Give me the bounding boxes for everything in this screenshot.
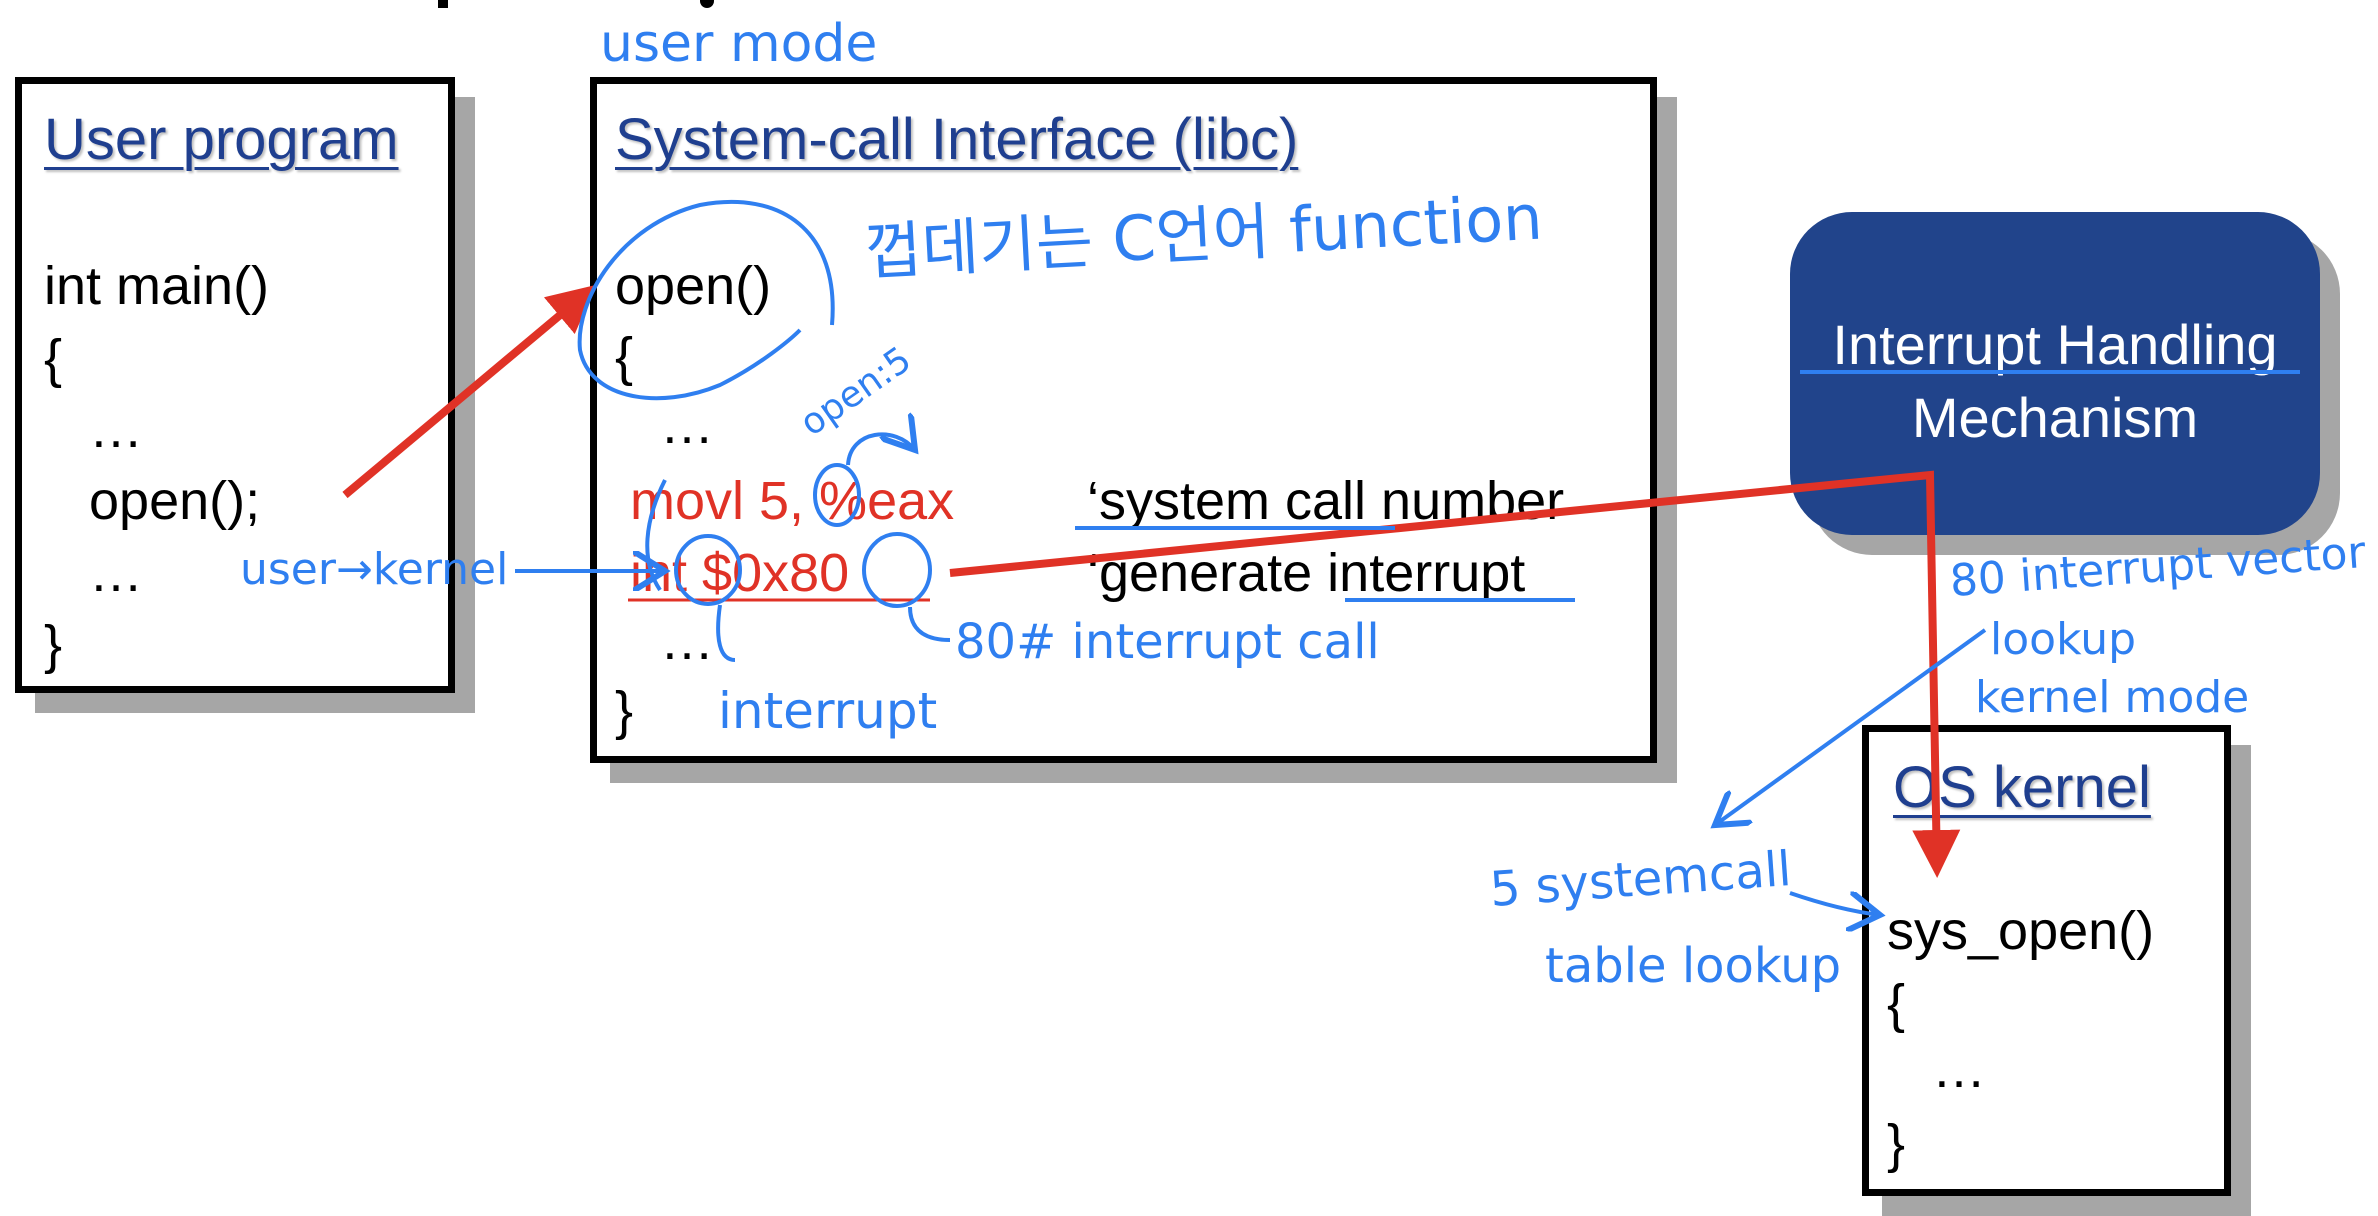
user-to-kernel-note: user→kernel xyxy=(240,544,509,595)
code-line: … xyxy=(615,611,715,671)
int-instruction: int $0x80 xyxy=(615,543,850,603)
kernel-mode-note: kernel mode xyxy=(1975,672,2250,723)
os-kernel-title: OS kernel xyxy=(1893,755,2151,820)
table-lookup-note: 5 systemcall xyxy=(1488,841,1794,918)
interrupt-handling-box: Interrupt Handling Mechanism xyxy=(1790,212,2320,535)
code-line: sys_open() xyxy=(1887,901,2155,961)
user-program-box: User program int main() { … open(); … } xyxy=(15,77,455,693)
code-line: { xyxy=(615,327,634,387)
syscall-interface-title: System-call Interface (libc) xyxy=(615,107,1299,172)
cropped-title-fragment xyxy=(438,0,448,8)
cropped-title-fragment xyxy=(700,0,714,8)
interrupt-note: interrupt xyxy=(718,682,938,740)
code-line: … xyxy=(1887,1039,1987,1099)
table-lookup-note-2: table lookup xyxy=(1545,938,1842,994)
interrupt-handling-line2: Mechanism xyxy=(1911,386,2199,449)
interrupt-handling-line1: Interrupt Handling xyxy=(1832,313,2278,376)
code-line: … xyxy=(44,399,144,459)
vector-lookup-note-2: lookup xyxy=(1990,614,2137,665)
code-line: … xyxy=(44,543,144,603)
code-line: } xyxy=(1887,1114,1906,1174)
movl-comment: ‘system call number xyxy=(1087,471,1565,531)
os-kernel-box: OS kernel sys_open() { … } xyxy=(1862,725,2231,1196)
code-line: } xyxy=(615,681,634,741)
int-comment: ‘generate interrupt xyxy=(1087,543,1526,603)
libc-func-name: open() xyxy=(615,256,772,316)
user-mode-note: user mode xyxy=(600,14,878,74)
code-line: { xyxy=(44,329,63,389)
interrupt-call-note: 80# interrupt call xyxy=(955,614,1380,670)
vector-lookup-note: 80 interrupt vector xyxy=(1948,527,2368,607)
code-line: int main() xyxy=(44,256,270,316)
user-program-title: User program xyxy=(44,107,399,172)
code-line: open(); xyxy=(44,471,261,531)
code-line: } xyxy=(44,615,63,675)
movl-instruction: movl 5, %eax xyxy=(615,471,955,531)
code-line: { xyxy=(1887,974,1906,1034)
code-line: … xyxy=(615,395,715,455)
